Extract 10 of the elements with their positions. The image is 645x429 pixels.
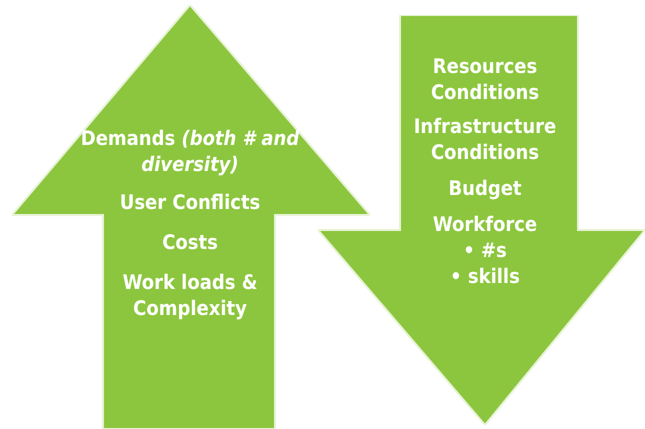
arrow-label: Costs: [162, 229, 218, 255]
arrow-label: Demands (both # and diversity): [80, 125, 300, 177]
arrow-label: Work loads & Complexity: [122, 269, 258, 321]
arrow-label: • skills: [450, 263, 520, 289]
arrow-label: Resources Conditions: [430, 53, 540, 105]
arrow-label: • #s: [463, 237, 507, 263]
arrow-label: User Conflicts: [120, 189, 260, 215]
arrow-label: Workforce: [432, 211, 538, 237]
arrow-label: Infrastructure Conditions: [412, 113, 558, 165]
arrow-label: Budget: [448, 175, 522, 201]
